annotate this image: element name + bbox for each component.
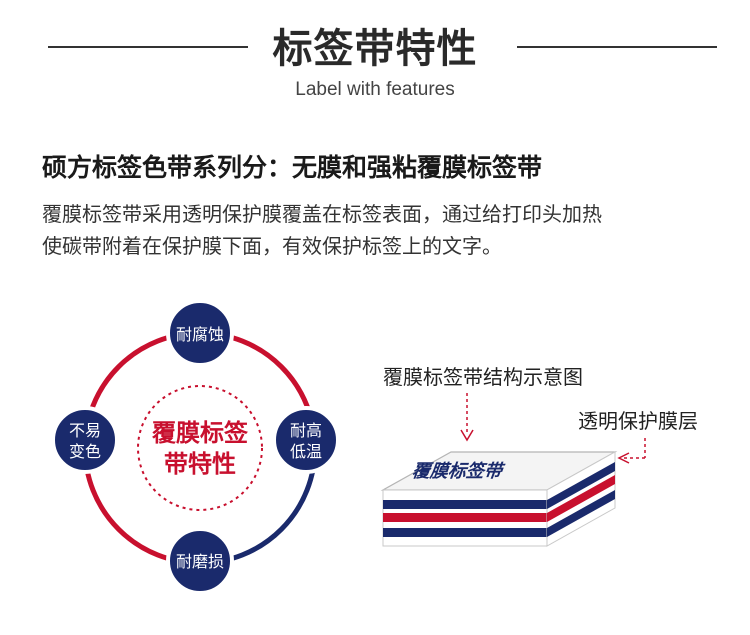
feature-node-right (272, 406, 340, 474)
front-stripe-red (383, 513, 547, 522)
front-stripe-navy-1 (383, 500, 547, 509)
section-title: 硕方标签色带系列分：无膜和强粘覆膜标签带 (42, 153, 543, 182)
center-label-line-1: 覆膜标签 (152, 419, 249, 447)
page-subtitle: Label with features (295, 79, 455, 100)
header-divider-left (48, 46, 248, 48)
label-tape-structure-diagram: 覆膜标签带结构示意图 透明保护膜层 覆膜标签带 (380, 365, 698, 547)
page-title: 标签带特性 (272, 26, 478, 72)
center-label-line-2: 带特性 (164, 450, 236, 478)
side-stripe-navy-2 (547, 490, 615, 537)
header-divider-right (517, 46, 717, 48)
feature-node-bottom (166, 527, 234, 595)
title-pointer-arrowhead (460, 429, 474, 442)
feature-cycle-graphic: 覆膜标签 带特性 耐腐蚀 不易 变色 耐高 低温 耐磨损 (51, 299, 340, 595)
front-stripe-navy-2 (383, 528, 547, 537)
layer-pointer-arrowhead (617, 452, 630, 464)
side-stripe-red (547, 475, 615, 522)
section-description-line-2: 使碳带附着在保护膜下面，有效保护标签上的文字。 (42, 234, 502, 258)
diagram-layer-label: 透明保护膜层 (578, 409, 698, 433)
side-stripe-navy-1 (547, 462, 615, 509)
section-description-line-1: 覆膜标签带采用透明保护膜覆盖在标签表面，通过给打印头加热 (42, 202, 602, 226)
diagram-title: 覆膜标签带结构示意图 (383, 365, 583, 389)
center-dashed-circle (137, 385, 263, 511)
feature-node-left (51, 406, 119, 474)
feature-node-top (166, 299, 234, 367)
